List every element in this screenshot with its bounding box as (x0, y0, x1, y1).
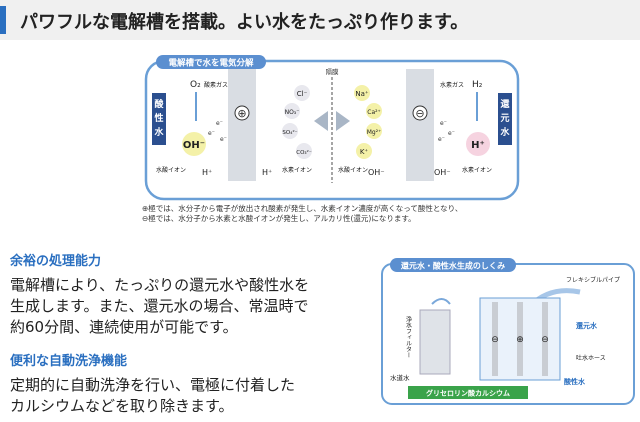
auto-clean-line-1: 定期的に自動洗浄を行い、電極に付着した (10, 376, 296, 394)
section-header: パワフルな電解槽を搭載。よい水をたっぷり作ります。 (0, 0, 640, 40)
cation-4: K⁺ (360, 148, 369, 156)
diagram2-title: 還元水・酸性水生成のしくみ (401, 261, 505, 271)
cell-plate-2 (517, 302, 523, 376)
h2-label: 水素ガス (440, 81, 464, 89)
anion-1: Cl⁻ (297, 90, 308, 98)
acidic-water-label-box (152, 93, 166, 145)
cation-bubble-3 (366, 123, 382, 139)
auto-clean-section: 便利な自動洗浄機能 定期的に自動洗浄を行い、電極に付着した カルシウムなどを取り… (10, 350, 295, 417)
acidic-label-2: 性 (154, 112, 163, 124)
diagram2-title-pill (390, 258, 516, 272)
reduced-label-2: 元 (500, 113, 509, 124)
filter-arrow (431, 298, 451, 305)
arrow-right-icon (336, 111, 350, 131)
cathode-symbol (412, 105, 428, 121)
diagram-caption: ⊕極では、水分子から電子が放出され酸素が発生し、水素イオン濃度が高くなって酸性と… (142, 204, 542, 224)
auto-clean-heading: 便利な自動洗浄機能 (10, 354, 128, 369)
electron-r2: e⁻ (448, 130, 455, 137)
glycerin-label: グリセロリン酸カルシウム (426, 389, 510, 398)
header-accent-bar (0, 6, 6, 34)
caption-line-1: ⊕極では、水分子から電子が放出され酸素が発生し、水素イオン濃度が高くなって酸性と… (142, 204, 463, 213)
drain-hose-label: 吐水ホース (576, 354, 606, 362)
electron-l3: e⁻ (220, 136, 227, 143)
cation-bubble-2 (366, 103, 382, 119)
generation-diagram: 還元水・酸性水生成のしくみ フレキシブルパイプ 浄水フィルター ⊖ ⊕ ⊖ 還元… (381, 258, 635, 405)
page-title: パワフルな電解槽を搭載。よい水をたっぷり作ります。 (20, 12, 469, 33)
flexible-pipe-label: フレキシブルパイプ (566, 276, 620, 284)
electrolysis-diagram: 電解槽で水を電気分解 酸 性 水 還 元 水 ⊕ ⊖ 隔膜 O₂ 酸素ガス 水素… (144, 55, 520, 201)
membrane-label: 隔膜 (326, 67, 340, 76)
acidic-label-1: 酸 (154, 98, 164, 110)
glycerin-bar (408, 386, 528, 399)
acidic-label-3: 水 (154, 126, 164, 138)
o2-formula: O₂ (190, 80, 201, 90)
reduced-water-label: 還元水 (576, 321, 598, 330)
h2-formula: H₂ (472, 80, 483, 90)
reduced-label-1: 還 (500, 98, 510, 110)
anode-sign: ⊕ (237, 107, 246, 120)
cation-1: Na⁺ (355, 90, 369, 98)
anion-bubble-3 (282, 123, 298, 139)
oh-left: OH⁻ (183, 140, 205, 151)
reduced-water-label-box (498, 93, 512, 145)
cation-bubble-4 (356, 143, 372, 159)
h-bubble-right (466, 132, 490, 156)
filter-label: 浄水フィルター (405, 315, 412, 358)
acidic-water-label: 酸性水 (564, 377, 586, 386)
oh-bubble-left (182, 132, 206, 156)
capacity-section: 余裕の処理能力 電解槽により、たっぷりの還元水や酸性水を 生成します。また、還元… (10, 250, 309, 338)
electron-l1: e⁻ (216, 120, 223, 127)
anion-bubble-1 (294, 85, 310, 101)
cation-2: Ca²⁺ (367, 109, 380, 116)
capacity-line-1: 電解槽により、たっぷりの還元水や酸性水を (10, 276, 310, 294)
bottom-h-1: H⁺ (202, 168, 212, 177)
cell-plate-1 (492, 302, 498, 376)
anode-symbol (234, 105, 250, 121)
capacity-heading: 余裕の処理能力 (10, 254, 102, 269)
cell-electrode-2: ⊕ (516, 335, 524, 345)
anion-3: SO₄²⁻ (282, 129, 297, 136)
caption-line-2: ⊖極では、水分子から水素と水酸イオンが発生し、アルカリ性(還元)になります。 (142, 214, 416, 223)
anion-2: NO₃⁻ (285, 109, 300, 116)
bottom-right-label: 水素イオン (462, 166, 492, 174)
bottom-mid-left-label: 水素イオン (282, 166, 312, 174)
diagram-title: 電解槽で水を電気分解 (168, 58, 254, 69)
anion-bubble-2 (284, 103, 300, 119)
h-right: H⁺ (471, 140, 485, 151)
electron-l2: e⁻ (208, 130, 215, 137)
tap-water-label: 水道水 (390, 373, 410, 382)
bottom-oh-1: OH⁻ (368, 168, 385, 177)
electron-r1: e⁻ (440, 120, 447, 127)
auto-clean-line-2: カルシウムなどを取り除きます。 (10, 397, 234, 415)
electron-r3: e⁻ (438, 136, 445, 143)
arrow-left-icon (314, 111, 328, 131)
capacity-line-3: 約60分間、連続使用が可能です。 (10, 318, 238, 336)
o2-label: 酸素ガス (204, 81, 228, 89)
bottom-left-label: 水酸イオン (156, 166, 186, 174)
cell-plate-3 (542, 302, 548, 376)
anion-bubble-4 (296, 143, 312, 159)
cathode-sign: ⊖ (415, 107, 424, 120)
cation-3: Mg²⁺ (367, 129, 382, 136)
diagram-title-pill (156, 55, 266, 69)
cathode-plate (406, 69, 434, 181)
bottom-h-2: H⁺ (262, 168, 272, 177)
anion-4: CO₃²⁻ (296, 149, 312, 156)
anode-plate (228, 69, 256, 181)
bottom-mid-right-label: 水酸イオン (338, 166, 368, 174)
filter-block (419, 309, 451, 375)
reduced-label-3: 水 (500, 126, 510, 138)
cell-electrode-1: ⊖ (491, 335, 499, 345)
capacity-line-2: 生成します。また、還元水の場合、常温時で (10, 297, 309, 315)
cation-bubble-1 (354, 85, 370, 101)
cell-electrode-3: ⊖ (541, 335, 549, 345)
bottom-oh-2: OH⁻ (434, 168, 451, 177)
